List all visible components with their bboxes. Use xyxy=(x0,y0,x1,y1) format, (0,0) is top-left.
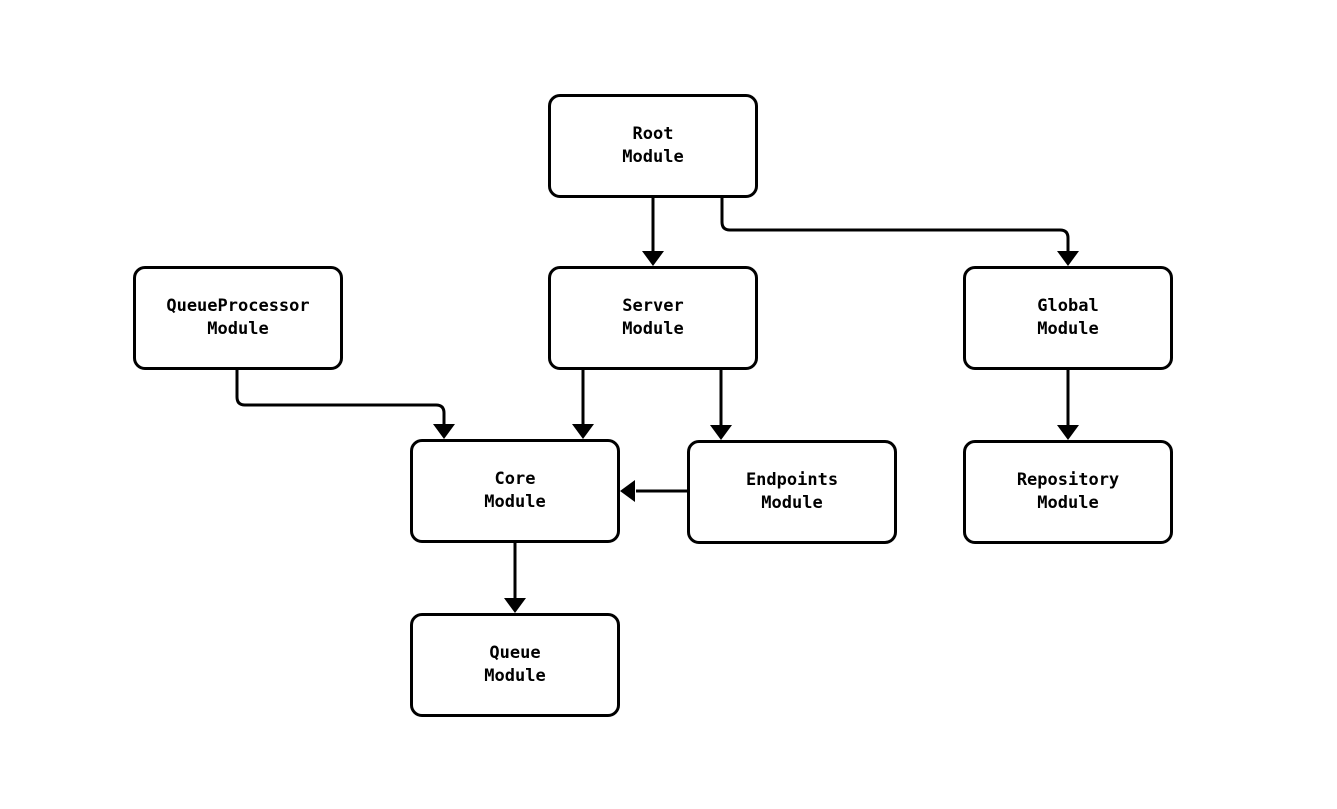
edge-global-to-repository-arrowhead xyxy=(1057,425,1079,440)
node-label-line1: QueueProcessor xyxy=(166,295,310,316)
node-label-line1: Global xyxy=(1037,295,1099,316)
edge-root-to-global xyxy=(720,198,1070,258)
edge-core-to-queue-arrowhead xyxy=(504,598,526,613)
node-root-module[interactable]: Root Module xyxy=(548,94,758,198)
edge-root-to-server-arrowhead xyxy=(642,251,664,266)
node-label-line1: Repository xyxy=(1016,469,1120,490)
node-label-line1: Server xyxy=(622,295,684,316)
edge-queueprocessor-to-core xyxy=(235,370,446,431)
node-queue-module[interactable]: Queue Module xyxy=(410,613,620,717)
node-label-line1: Root xyxy=(632,123,674,144)
node-label-line2: Module xyxy=(622,147,684,167)
node-core-module[interactable]: Core Module xyxy=(410,439,620,543)
node-label-line2: Module xyxy=(484,492,546,512)
node-global-module[interactable]: Global Module xyxy=(963,266,1173,370)
edge-root-to-global-arrowhead xyxy=(1057,251,1079,266)
node-label-line1: Endpoints xyxy=(745,469,839,490)
node-endpoints-module[interactable]: Endpoints Module xyxy=(687,440,897,544)
node-label-line1: Queue xyxy=(489,642,541,663)
node-server-module[interactable]: Server Module xyxy=(548,266,758,370)
node-queueprocessor-module[interactable]: QueueProcessor Module xyxy=(133,266,343,370)
node-label-line2: Module xyxy=(1037,493,1099,513)
node-label-line2: Module xyxy=(622,319,684,339)
edge-server-to-core-arrowhead xyxy=(572,424,594,439)
edge-server-to-endpoints-arrowhead xyxy=(710,425,732,440)
node-label-line2: Module xyxy=(207,319,269,339)
node-repository-module[interactable]: Repository Module xyxy=(963,440,1173,544)
node-label-line2: Module xyxy=(484,666,546,686)
edge-queueprocessor-to-core-arrowhead xyxy=(433,424,455,439)
node-label-line2: Module xyxy=(761,493,823,513)
node-label-line1: Core xyxy=(494,468,536,489)
edge-endpoints-to-core-arrowhead xyxy=(620,480,635,502)
node-label-line2: Module xyxy=(1037,319,1099,339)
